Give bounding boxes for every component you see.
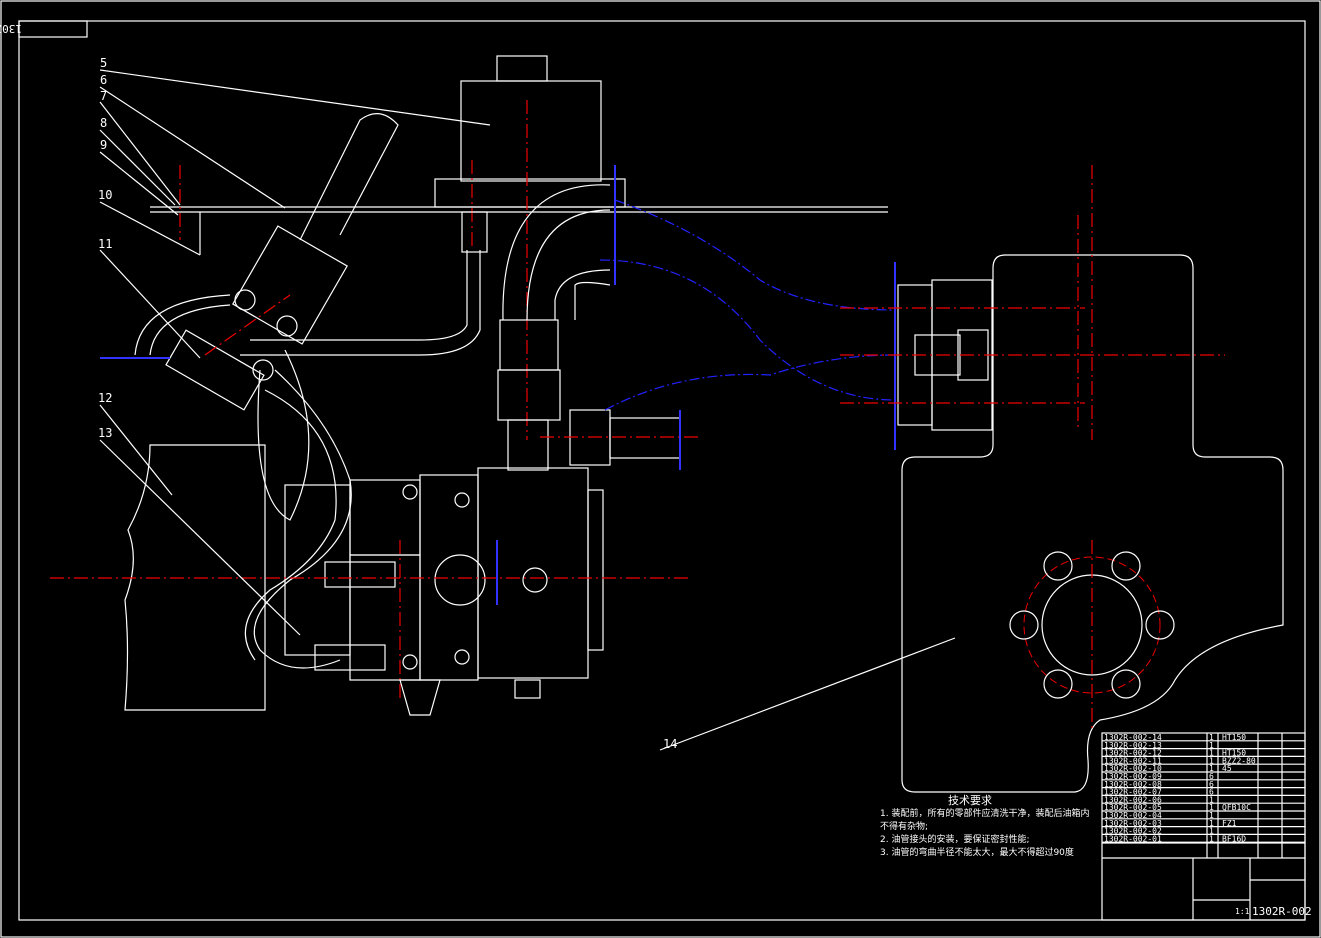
hidden-lines [599,165,896,450]
bom-qty: 1 [1209,764,1214,773]
bom-qty: 1 [1209,733,1214,742]
bom-qty: 6 [1209,772,1214,781]
bom-material: QFB10C [1222,803,1251,812]
tech-item-2: 2. 油管接头的安装，要保证密封性能; [880,835,1030,845]
bom-material: BZZ2-80 [1222,756,1256,765]
bom-qty: 1 [1209,819,1214,828]
balloon-14: 14 [663,737,677,751]
bom-code: 1302R-002-03 [1104,819,1162,828]
gear-housing [840,165,1284,793]
bom-code: 1302R-002-05 [1104,803,1162,812]
balloon-9: 9 [100,138,107,152]
bom-code: 1302R-002-06 [1104,795,1162,804]
bom-qty: 6 [1209,780,1214,789]
balloon-8: 8 [100,116,107,130]
balloon-7: 7 [100,89,107,103]
leader-lines [99,69,956,751]
bom-material: HT150 [1222,733,1246,742]
bom-code: 1302R-002-02 [1104,827,1162,836]
tech-item-1: 1. 装配前，所有的零部件应清洗干净，装配后油箱内不得有杂物; [880,809,1090,832]
frame-border [18,20,1306,921]
motor-assembly [150,55,888,440]
bom-code: 1302R-002-01 [1104,834,1162,843]
balloon-5: 5 [100,56,107,70]
bom-qty: 1 [1209,803,1214,812]
bom-qty: 1 [1209,834,1214,843]
tech-requirements: 技术要求 1. 装配前，所有的零部件应清洗干净，装配后油箱内不得有杂物; 2. … [880,793,1092,860]
balloon-11: 11 [98,237,112,251]
bom-code: 1302R-002-14 [1104,733,1162,742]
bom-qty: 1 [1209,756,1214,765]
bom-qty: 1 [1209,795,1214,804]
bom-qty: 6 [1209,788,1214,797]
bom-code: 1302R-002-07 [1104,788,1162,797]
scale: 1:1 [1235,907,1250,916]
bom-code: 1302R-002-08 [1104,780,1162,789]
drawing-number: 1302R-002 [1252,905,1312,918]
tech-item-3: 3. 油管的弯曲半径不能太大，最大不得超过90度 [880,848,1074,858]
bom-code: 1302R-002-09 [1104,772,1162,781]
bom-material: BF16D [1222,834,1246,843]
bom-code: 1302R-002-11 [1104,756,1162,765]
balloon-12: 12 [98,391,112,405]
bom-code: 1302R-002-13 [1104,741,1162,750]
bom-code: 1302R-002-04 [1104,811,1162,820]
bom-material: 45 [1222,764,1232,773]
valve-handle [100,113,399,411]
pump-body [50,409,700,716]
bom-qty: 1 [1209,741,1214,750]
bom-code: 1302R-002-10 [1104,764,1162,773]
bom-material: FZ1 [1222,819,1237,828]
bom-material: HT150 [1222,749,1246,758]
pipes [134,184,611,669]
balloon-6: 6 [100,73,107,87]
tech-title: 技术要求 [948,794,992,807]
balloon-10: 10 [98,188,112,202]
mirrored-number: 1302R-002 [0,22,22,35]
bom-qty: 1 [1209,749,1214,758]
balloon-13: 13 [98,426,112,440]
bom-qty: 1 [1209,827,1214,836]
bom-qty: 1 [1209,811,1214,820]
bom-code: 1302R-002-12 [1104,749,1162,758]
